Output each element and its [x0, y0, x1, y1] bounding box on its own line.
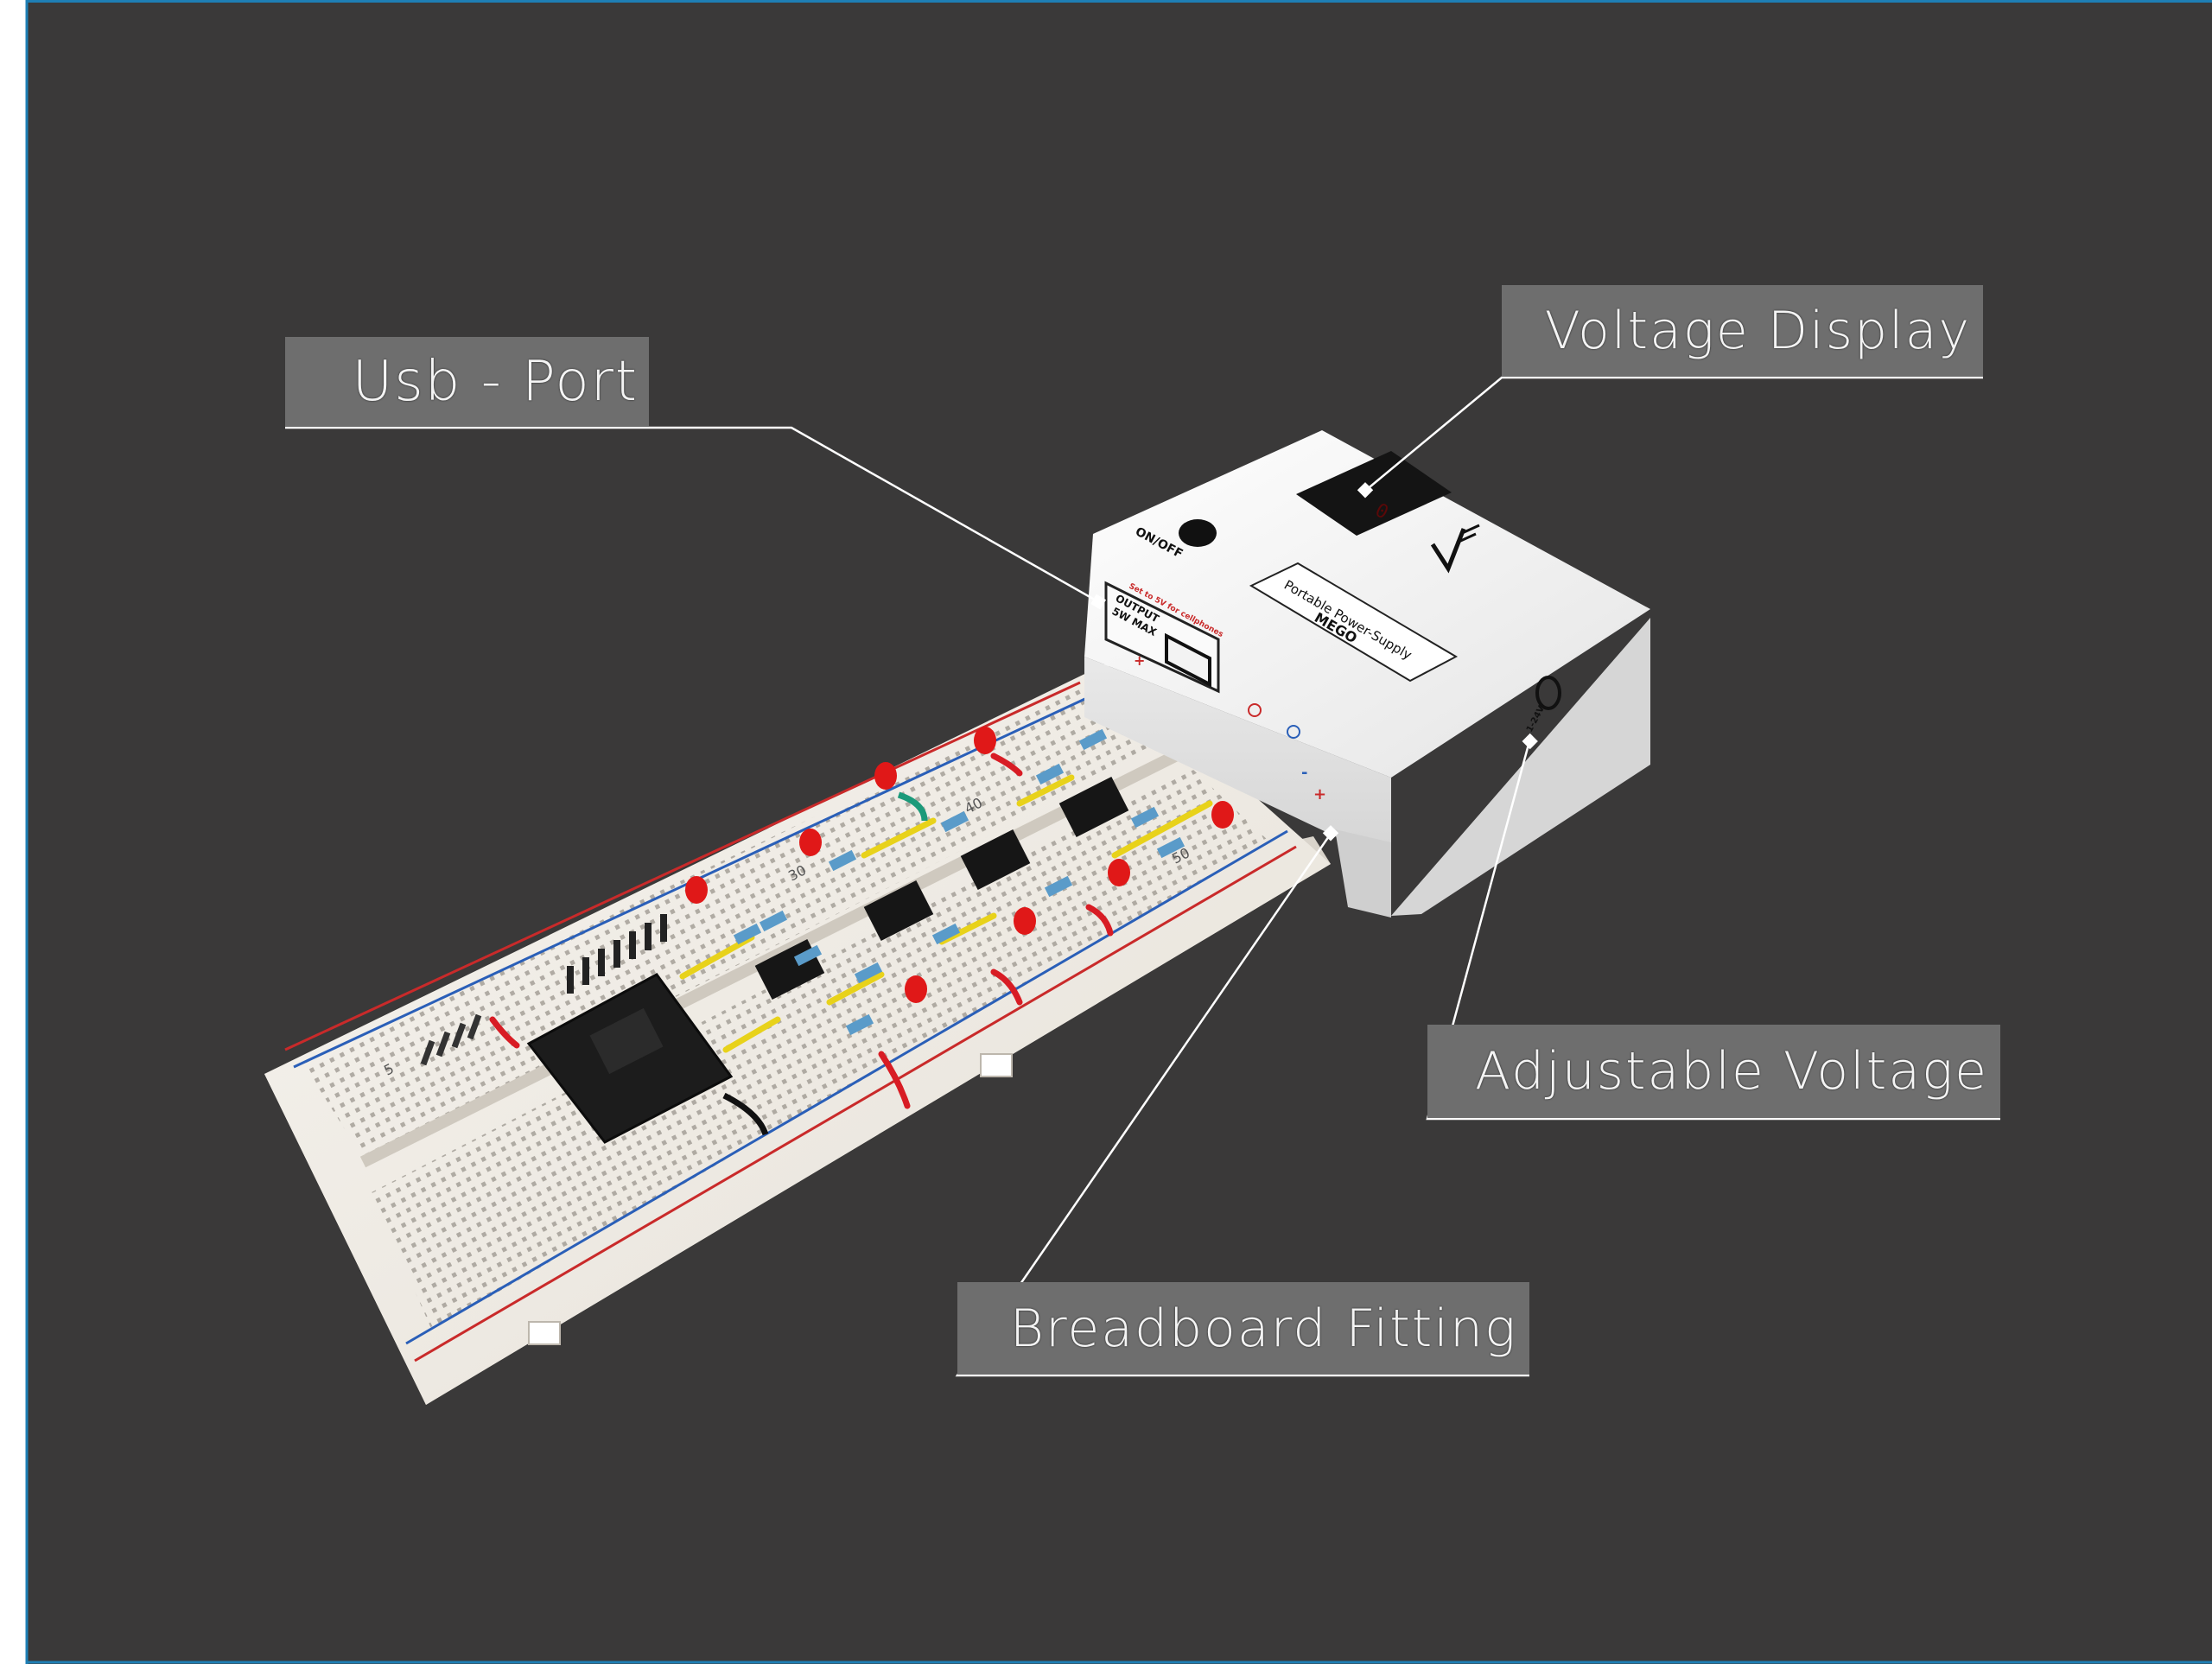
brand-logo-bar: [1459, 524, 1480, 536]
ic-chip: [863, 880, 934, 942]
breadboard-clip: [980, 1053, 1013, 1077]
rail-red-bottom: [414, 845, 1297, 1362]
pin-header-small: [420, 1013, 482, 1066]
callout-leaders: [285, 376, 2000, 1377]
pin-header: [567, 914, 667, 994]
leader-breadboard-fitting: [955, 833, 1529, 1377]
microcontroller-chip: [589, 1007, 664, 1075]
breadboard-holes-upper: [302, 681, 1166, 1158]
box-right-side: [1391, 618, 1650, 916]
breadboard-clip: [528, 1321, 561, 1345]
rail-plus-sign: +: [1313, 785, 1326, 803]
jumper-wire-black: [722, 1092, 769, 1136]
callout-breadboard-fitting-text: Breadboard Fitting: [1009, 1298, 1517, 1359]
circuit-components: [420, 727, 1234, 1144]
box-front-side: [1084, 657, 1391, 916]
resistors: [733, 728, 1185, 1036]
rail-minus-sign: -: [1301, 764, 1307, 782]
leader-usb-port: [285, 426, 1100, 604]
callout-usb-port: Usb - Port: [285, 337, 649, 427]
callout-usb-port-text: Usb - Port: [352, 350, 639, 414]
leader-voltage-display: [1364, 376, 1983, 492]
rail-red-top: [284, 681, 1081, 1051]
voltage-display-window: [1296, 451, 1452, 536]
product-label: [1249, 562, 1459, 683]
callout-adjustable-voltage-text: Adjustable Voltage: [1474, 1041, 1988, 1102]
breadboard-holes-lower: [372, 769, 1270, 1331]
callout-adjustable-voltage: Adjustable Voltage: [1427, 1025, 2000, 1118]
status-led-blue: [1287, 725, 1300, 739]
jumper-wires-red: [489, 753, 1114, 1109]
box-bottom-lip: [1335, 829, 1391, 918]
status-led-red: [1248, 703, 1262, 717]
ic-chip: [960, 829, 1031, 891]
usb-port[interactable]: [1165, 632, 1211, 688]
jumper-wires-yellow: [679, 774, 1213, 1053]
callout-breadboard-fitting: Breadboard Fitting: [957, 1282, 1529, 1375]
jumper-wire-green: [897, 791, 928, 822]
rail-blue-bottom: [405, 829, 1288, 1345]
callout-voltage-display: Voltage Display: [1502, 285, 1983, 377]
voltage-adjust-knob[interactable]: [1535, 676, 1561, 710]
power-supply-module: 0 ON/OFF Set to 5V for cellphones OUTPUT…: [1084, 430, 1650, 918]
usb-plus-sign: +: [1134, 652, 1145, 669]
brand-logo-bar: [1456, 532, 1477, 544]
leader-adjustable-voltage: [1426, 740, 2000, 1121]
power-button[interactable]: [1179, 519, 1217, 547]
leds: [685, 727, 1234, 1003]
ic-chip: [1058, 776, 1129, 838]
callout-voltage-display-text: Voltage Display: [1544, 301, 1971, 361]
